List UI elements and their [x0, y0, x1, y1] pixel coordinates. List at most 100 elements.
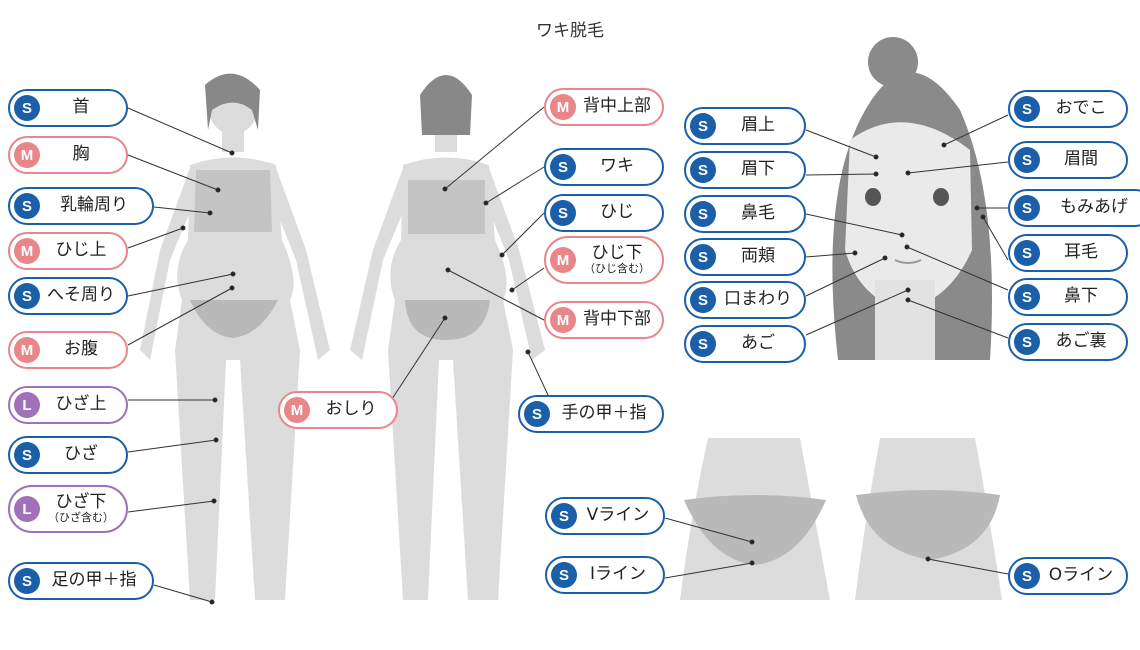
- area-name-text: 鼻下: [1064, 286, 1098, 307]
- area-name: 乳輪周り: [40, 195, 152, 216]
- area-name-text: Oライン: [1048, 565, 1114, 586]
- area-name: あご裏: [1040, 331, 1126, 352]
- leader-line: [664, 562, 753, 579]
- leader-line: [153, 206, 211, 214]
- vio-back-illustration: [855, 438, 1002, 600]
- area-name-text: 眉上: [741, 115, 775, 136]
- front-body-figure: [140, 86, 330, 600]
- area-name: 鼻下: [1040, 286, 1126, 307]
- area-name: 首: [40, 97, 126, 118]
- size-badge-S: S: [551, 503, 577, 529]
- target-dot: [442, 315, 448, 321]
- leader-line: [127, 107, 233, 154]
- leader-line: [805, 173, 877, 176]
- target-dot: [899, 232, 905, 238]
- leader-line: [907, 299, 1009, 339]
- target-dot: [941, 142, 947, 148]
- leader-line: [907, 161, 1009, 174]
- area-label[interactable]: S Vライン: [545, 497, 665, 535]
- area-name-text: もみあげ: [1060, 197, 1128, 218]
- leader-line: [127, 154, 219, 191]
- leader-lines: [127, 106, 1009, 605]
- area-label[interactable]: S あご裏: [1008, 323, 1128, 361]
- area-name-text: お腹: [64, 339, 98, 360]
- area-name-text: 胸: [72, 144, 90, 165]
- area-name-text: 両頬: [741, 246, 775, 267]
- target-dot: [207, 210, 213, 216]
- area-name: お腹: [40, 339, 126, 360]
- area-name: おでこ: [1040, 99, 1126, 118]
- area-name-text: Iライン: [589, 564, 646, 585]
- target-dot: [905, 297, 911, 303]
- area-name-text: 首: [72, 97, 90, 118]
- target-dot: [749, 539, 755, 545]
- area-name-text: 背中上部: [583, 96, 651, 117]
- size-badge-M: M: [14, 238, 40, 264]
- leader-line: [389, 317, 446, 403]
- target-dot: [873, 171, 879, 177]
- size-badge-M: M: [14, 337, 40, 363]
- size-badge-S: S: [550, 154, 576, 180]
- area-name-text: 耳毛: [1064, 242, 1098, 263]
- target-dot: [229, 150, 235, 156]
- area-label[interactable]: M 背中上部: [544, 88, 664, 126]
- size-badge-S: S: [14, 283, 40, 309]
- target-dot: [925, 556, 931, 562]
- leader-line: [943, 114, 1009, 146]
- area-name: 耳毛: [1040, 242, 1126, 263]
- size-badge-S: S: [690, 157, 716, 183]
- area-name-text: Vライン: [586, 505, 650, 526]
- size-badge-M: M: [550, 307, 576, 333]
- area-name: 眉下: [716, 160, 804, 179]
- target-dot: [213, 437, 219, 443]
- size-badge-S: S: [1014, 147, 1040, 173]
- area-name: 両頬: [716, 246, 804, 267]
- area-name: あご: [716, 333, 804, 354]
- size-badge-M: M: [550, 247, 576, 273]
- size-badge-S: S: [1014, 329, 1040, 355]
- target-dot: [442, 186, 448, 192]
- target-dot: [904, 244, 910, 250]
- area-name-text: ひじ: [600, 202, 634, 223]
- area-name: おしり: [310, 400, 396, 419]
- area-name: Iライン: [577, 564, 663, 585]
- area-name-text: 乳輪周り: [60, 195, 128, 216]
- area-name-text: あご裏: [1055, 331, 1107, 352]
- size-badge-M: M: [550, 94, 576, 120]
- area-name: ひざ上: [40, 394, 126, 415]
- area-name-text: あご: [741, 333, 775, 354]
- area-name: ひじ: [576, 202, 662, 223]
- leader-line: [982, 216, 1009, 261]
- area-label[interactable]: M お腹: [8, 331, 128, 369]
- area-name-text: ひざ上: [55, 394, 107, 415]
- back-underwear: [405, 300, 490, 340]
